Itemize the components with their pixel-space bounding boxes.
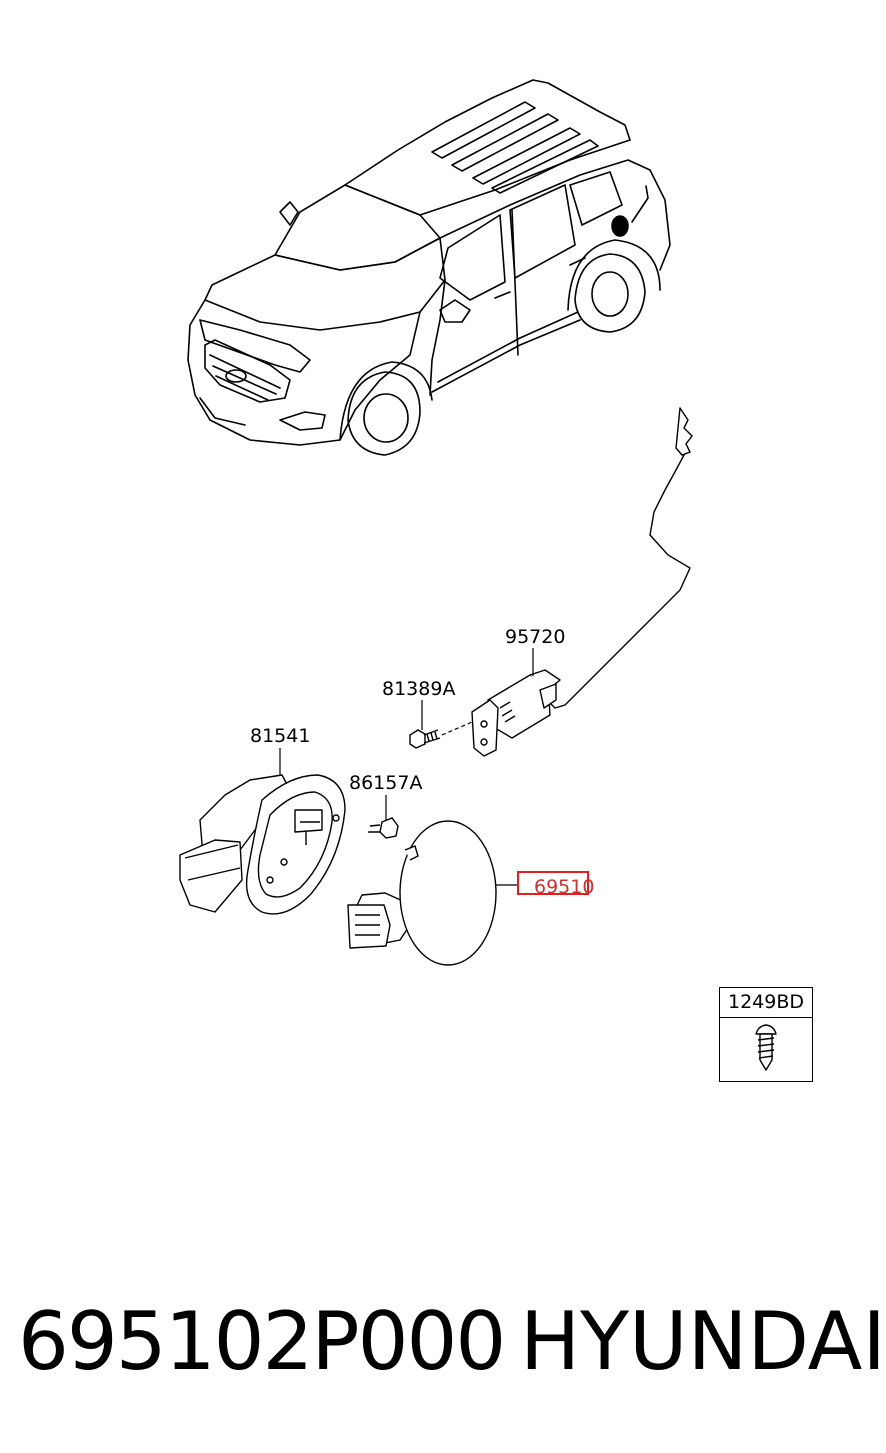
legend-code[interactable]: 1249BD [720,988,812,1018]
screw-81389a [409,729,441,749]
actuator-95720 [471,669,561,757]
screw-icon [755,1024,777,1071]
suv-illustration [187,79,671,456]
highlight-box [517,871,589,895]
callout-81389a[interactable]: 81389A [382,678,456,700]
legend-box: 1249BD [719,987,813,1082]
callout-95720[interactable]: 95720 [505,626,566,648]
release-cable [544,407,693,709]
callout-86157a[interactable]: 86157A [349,772,423,794]
brand-name: HYUNDAI [520,1295,886,1388]
dashed-line-81389a [441,721,473,736]
part-number: 695102P000 [18,1295,506,1388]
filler-housing-81541 [179,774,346,915]
clip-86157a [368,817,399,839]
callout-69510[interactable]: 69510 [534,876,595,898]
callout-81541[interactable]: 81541 [250,725,311,747]
fuel-door-69510 [347,820,497,966]
